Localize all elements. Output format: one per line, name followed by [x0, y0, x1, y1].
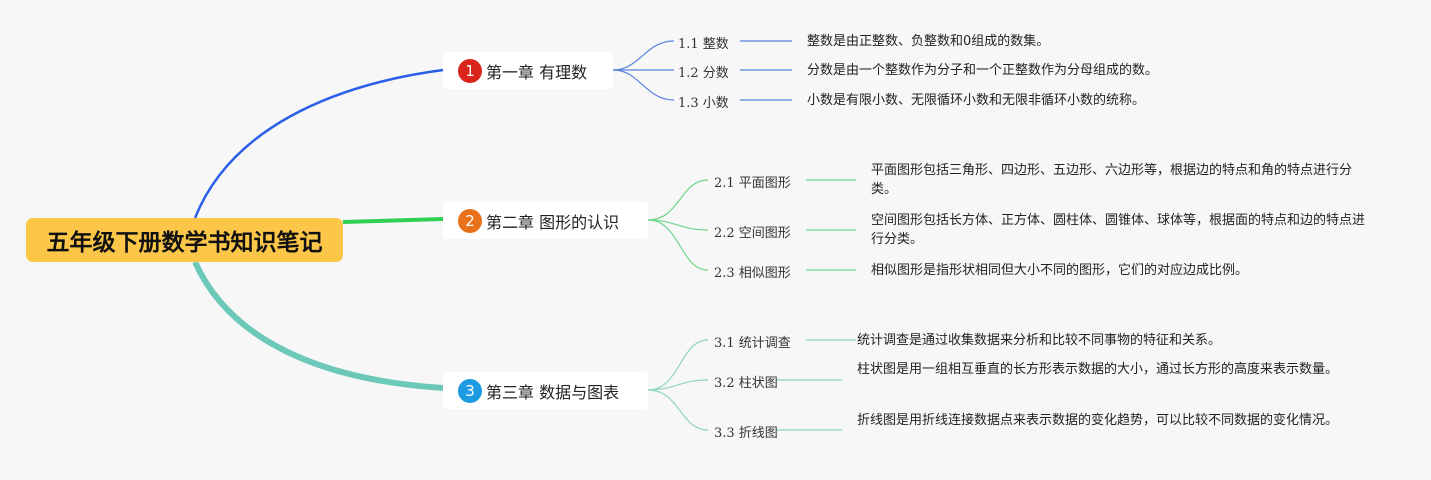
- topic-description[interactable]: 统计调查是通过收集数据来分析和比较不同事物的特征和关系。: [857, 333, 1222, 348]
- chapter-node-2[interactable]: 2 第二章 图形的认识: [443, 202, 648, 239]
- topic-description[interactable]: 相似图形是指形状相同但大小不同的图形，它们的对应边成比例。: [871, 263, 1249, 278]
- topic-node[interactable]: 2.2 空间图形: [714, 226, 791, 241]
- topic-description[interactable]: 空间图形包括长方体、正方体、圆柱体、圆锥体、球体等，根据面的特点和边的特点进行分…: [871, 213, 1366, 247]
- branch-line-2: [342, 217, 444, 224]
- chapter-title: 第二章 图形的认识: [486, 212, 620, 232]
- root-node[interactable]: 五年级下册数学书知识笔记: [26, 218, 343, 262]
- topic-node[interactable]: 2.3 相似图形: [714, 266, 791, 281]
- chapter-node-1[interactable]: 1 第一章 有理数: [443, 52, 613, 89]
- number-badge-icon: 3: [458, 378, 482, 403]
- chapter-node-3[interactable]: 3 第三章 数据与图表: [443, 372, 648, 409]
- topic-node[interactable]: 2.1 平面图形: [714, 176, 791, 191]
- number-badge-icon: 2: [458, 208, 482, 233]
- topic-description[interactable]: 平面图形包括三角形、四边形、五边形、六边形等，根据边的特点和角的特点进行分类。: [871, 163, 1353, 197]
- topic-description[interactable]: 整数是由正整数、负整数和0组成的数集。: [807, 34, 1050, 49]
- topic-node[interactable]: 3.3 折线图: [714, 426, 778, 441]
- topic-description[interactable]: 柱状图是用一组相互垂直的长方形表示数据的大小，通过长方形的高度来表示数量。: [857, 362, 1339, 377]
- topic-node[interactable]: 1.2 分数: [678, 66, 729, 81]
- chapter-title: 第一章 有理数: [486, 62, 588, 82]
- root-title: 五年级下册数学书知识笔记: [46, 230, 323, 256]
- branch-line-3: [192, 260, 444, 391]
- branch-line-1: [193, 68, 444, 219]
- topic-node[interactable]: 1.1 整数: [678, 37, 729, 52]
- number-badge-icon: 1: [458, 58, 482, 83]
- topic-description[interactable]: 分数是由一个整数作为分子和一个正整数作为分母组成的数。: [807, 63, 1159, 78]
- topic-node[interactable]: 3.2 柱状图: [714, 376, 778, 391]
- topic-description[interactable]: 折线图是用折线连接数据点来表示数据的变化趋势，可以比较不同数据的变化情况。: [857, 413, 1339, 428]
- chapter-title: 第三章 数据与图表: [486, 382, 620, 402]
- topic-node[interactable]: 3.1 统计调查: [714, 336, 791, 351]
- topic-description[interactable]: 小数是有限小数、无限循环小数和无限非循环小数的统称。: [807, 93, 1146, 108]
- topic-node[interactable]: 1.3 小数: [678, 96, 729, 111]
